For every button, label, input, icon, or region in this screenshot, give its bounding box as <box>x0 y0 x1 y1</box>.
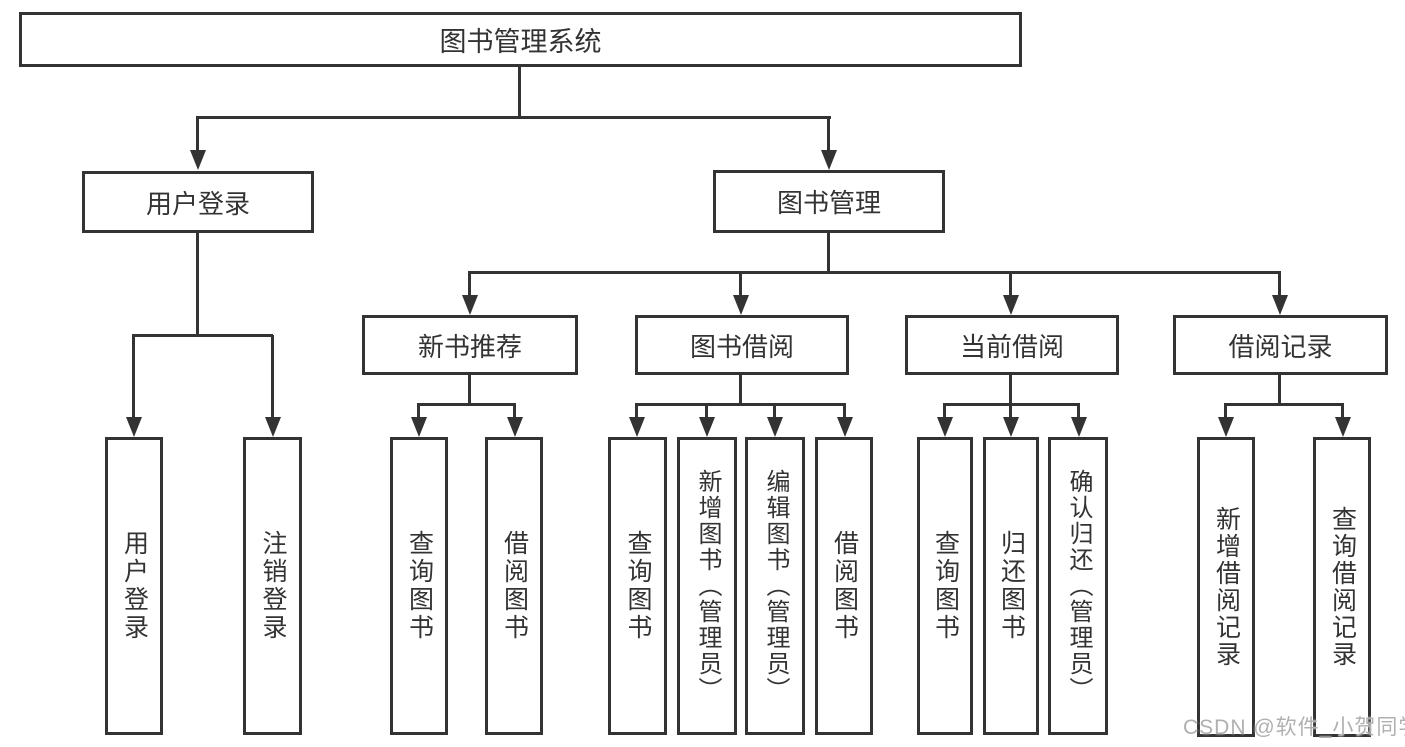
node-borrow-records: 借阅记录 <box>1173 315 1388 375</box>
connector-stem-user-login <box>196 117 199 150</box>
node-leaf-logout: 注销登录 <box>243 437 302 735</box>
arrowhead-book-borrow <box>733 295 749 315</box>
connector-stem-query-record <box>1341 404 1344 417</box>
arrowhead-new-book-rec <box>462 295 478 315</box>
node-leaf-borrow-book-1: 借阅图书 <box>485 437 543 735</box>
arrowhead-leaf-logout <box>265 417 281 437</box>
connector-stem-borrow-book-1 <box>513 404 516 417</box>
arrowhead-current-borrow <box>1003 295 1019 315</box>
arrowhead-user-login <box>190 150 206 170</box>
connector-level2-branch <box>196 116 831 119</box>
connector-borrow-records-branch <box>1224 403 1344 406</box>
node-leaf-user-login: 用户登录 <box>105 437 163 735</box>
node-current-borrow: 当前借阅 <box>905 315 1119 375</box>
node-leaf-add-record: 新增借阅记录 <box>1197 437 1255 737</box>
node-leaf-query-book-3: 查询图书 <box>917 437 973 735</box>
arrowhead-edit-book <box>767 417 783 437</box>
node-leaf-add-book: 新增图书（管理员） <box>677 437 737 735</box>
connector-stem-new-book-rec <box>468 272 471 295</box>
connector-stem-book-mgmt <box>827 117 830 150</box>
connector-root-trunk <box>518 67 521 118</box>
connector-stem-borrow-book-2 <box>843 404 846 417</box>
connector-level3-branch <box>468 271 1281 274</box>
arrowhead-leaf-user-login <box>126 417 142 437</box>
connector-stem-borrow-records <box>1278 272 1281 295</box>
node-leaf-query-book-1: 查询图书 <box>390 437 448 735</box>
connector-borrow-records-trunk <box>1278 375 1281 406</box>
connector-stem-edit-book <box>773 404 776 417</box>
arrowhead-query-book-1 <box>411 417 427 437</box>
arrowhead-query-record <box>1335 417 1351 437</box>
connector-stem-query-book-3 <box>943 404 946 417</box>
connector-user-login-trunk <box>196 233 199 337</box>
connector-book-borrow-trunk <box>739 375 742 406</box>
arrowhead-borrow-book-1 <box>507 417 523 437</box>
connector-book-mgmt-trunk <box>827 233 830 274</box>
connector-stem-leaf-logout <box>271 335 274 417</box>
connector-stem-add-book <box>705 404 708 417</box>
node-leaf-borrow-book-2: 借阅图书 <box>815 437 873 735</box>
connector-stem-confirm-return <box>1077 404 1080 417</box>
arrowhead-add-record <box>1218 417 1234 437</box>
arrowhead-query-book-3 <box>937 417 953 437</box>
arrowhead-borrow-records <box>1272 295 1288 315</box>
arrowhead-borrow-book-2 <box>837 417 853 437</box>
connector-stem-query-book-1 <box>417 404 420 417</box>
connector-stem-query-book-2 <box>635 404 638 417</box>
node-new-book-rec: 新书推荐 <box>362 315 578 375</box>
connector-user-login-branch <box>132 334 273 337</box>
connector-new-book-rec-branch <box>417 403 516 406</box>
node-book-mgmt: 图书管理 <box>713 170 945 233</box>
arrowhead-query-book-2 <box>629 417 645 437</box>
connector-stem-leaf-user-login <box>132 335 135 417</box>
connector-current-borrow-trunk <box>1009 375 1012 406</box>
connector-stem-current-borrow <box>1009 272 1012 295</box>
connector-stem-add-record <box>1224 404 1227 417</box>
arrowhead-return-book <box>1003 417 1019 437</box>
connector-new-book-rec-trunk <box>468 375 471 406</box>
connector-book-borrow-branch <box>635 403 846 406</box>
node-root: 图书管理系统 <box>19 12 1022 67</box>
node-book-borrow: 图书借阅 <box>635 315 849 375</box>
csdn-watermark: CSDN @软件_小贺同学 <box>1183 716 1405 739</box>
node-leaf-query-book-2: 查询图书 <box>608 437 667 735</box>
node-leaf-confirm-return: 确认归还（管理员） <box>1048 437 1108 735</box>
node-leaf-return-book: 归还图书 <box>983 437 1039 735</box>
node-leaf-query-record: 查询借阅记录 <box>1313 437 1371 737</box>
connector-stem-book-borrow <box>739 272 742 295</box>
connector-stem-return-book <box>1009 404 1012 417</box>
arrowhead-confirm-return <box>1071 417 1087 437</box>
arrowhead-add-book <box>699 417 715 437</box>
node-user-login: 用户登录 <box>82 171 314 233</box>
node-leaf-edit-book: 编辑图书（管理员） <box>745 437 805 735</box>
arrowhead-book-mgmt <box>821 150 837 170</box>
